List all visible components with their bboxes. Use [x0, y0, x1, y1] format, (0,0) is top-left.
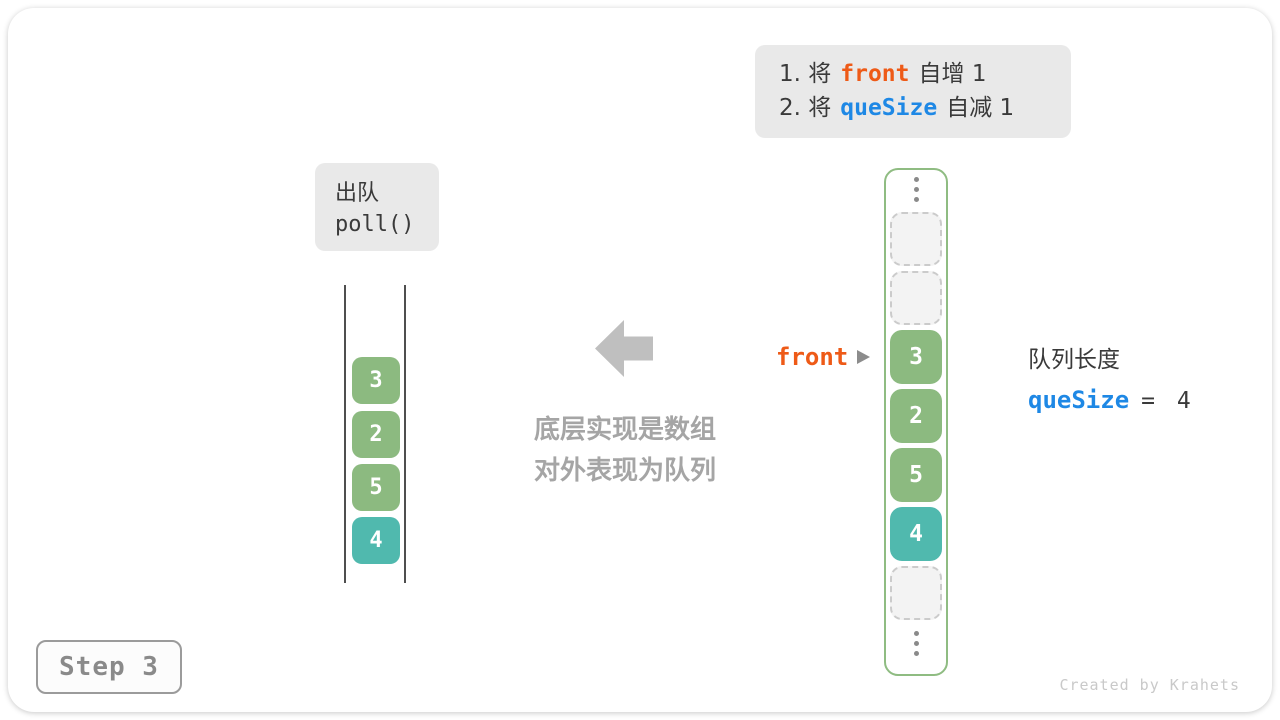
credit-text: Created by Krahets: [1059, 676, 1240, 694]
operation-title: 出队: [335, 181, 380, 206]
left-arrow-icon: [595, 320, 653, 377]
center-note-line-2: 对外表现为队列: [533, 456, 716, 486]
queue-cell: 5: [352, 464, 400, 511]
instruction-line-1-prefix: 1. 将: [779, 61, 832, 87]
queue-length-equation: queSize = 4: [1028, 386, 1191, 414]
instruction-line-2: 2. 将 queSize 自减 1: [779, 91, 1071, 125]
keyword-quesize: queSize: [840, 95, 938, 121]
queue-length-caption: 队列长度 queSize = 4: [1028, 340, 1191, 414]
queue-length-title: 队列长度: [1028, 347, 1120, 373]
step-badge: Step 3: [36, 640, 182, 694]
dot: [913, 197, 919, 202]
instruction-line-1: 1. 将 front 自增 1: [779, 57, 1071, 91]
array-cell: 2: [890, 389, 942, 443]
operation-box: 出队 poll(): [315, 163, 439, 251]
dot: [913, 641, 919, 646]
array-cell: 5: [890, 448, 942, 502]
queue-cell: 2: [352, 411, 400, 458]
array-empty-cell: [890, 566, 942, 620]
operation-method: poll(): [335, 212, 415, 237]
pointer-arrow-icon: [857, 350, 871, 364]
dot: [913, 187, 919, 192]
array-view: 3 2 5 4: [884, 168, 948, 676]
step-badge-label: Step 3: [59, 652, 159, 682]
instruction-line-1-suffix: 自增 1: [918, 61, 987, 87]
array-empty-cell: [890, 212, 942, 266]
queue-view: 3 2 5 4: [344, 285, 406, 583]
dot: [913, 651, 919, 656]
queue-cell: 3: [352, 357, 400, 404]
dot: [913, 631, 919, 636]
instruction-box: 1. 将 front 自增 1 2. 将 queSize 自减 1: [755, 45, 1071, 138]
queue-cell: 4: [352, 517, 400, 564]
array-empty-cell: [890, 271, 942, 325]
quesize-value: = 4: [1141, 388, 1191, 414]
front-pointer-label: front: [776, 343, 849, 371]
instruction-line-2-prefix: 2. 将: [779, 95, 832, 121]
center-note-line-1: 底层实现是数组: [533, 415, 716, 445]
front-pointer: front: [776, 343, 871, 371]
array-cell: 4: [890, 507, 942, 561]
ellipsis-top-icon: [886, 177, 946, 202]
keyword-front: front: [840, 61, 910, 87]
ellipsis-bottom-icon: [886, 631, 946, 656]
dot: [913, 177, 919, 182]
instruction-line-2-suffix: 自减 1: [946, 95, 1015, 121]
array-cell: 3: [890, 330, 942, 384]
quesize-variable: queSize: [1028, 386, 1130, 414]
center-note: 底层实现是数组 对外表现为队列: [515, 410, 735, 492]
